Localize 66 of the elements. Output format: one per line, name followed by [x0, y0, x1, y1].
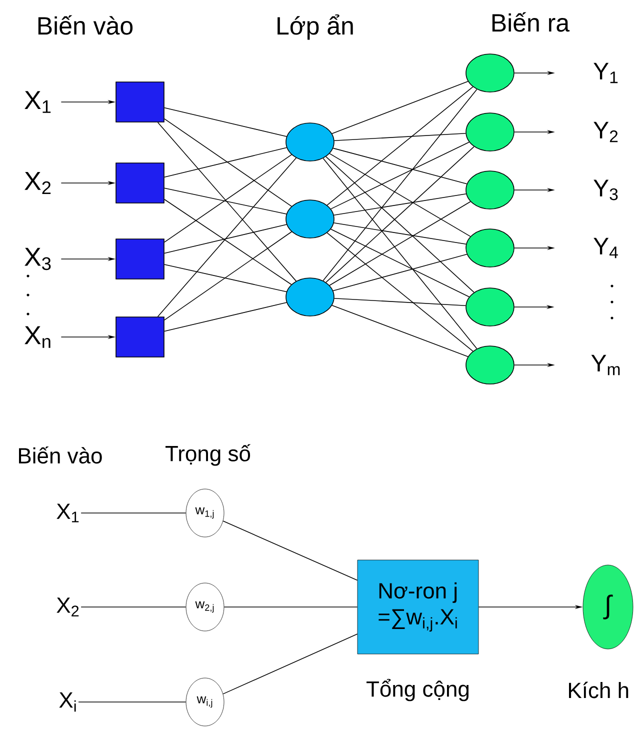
input-variable-label: X$_{2}$: [24, 172, 51, 194]
connection-line: [332, 254, 468, 292]
connection-line: [164, 118, 292, 207]
connection-line: [334, 222, 466, 245]
summation-box: Nơ-ron j =∑w$_{i,j}$.X$_{i}$: [357, 560, 479, 654]
output-variable-label: Y$_{2}$: [594, 122, 618, 142]
output-neuron-circle: [466, 346, 514, 384]
connection-line: [330, 142, 470, 210]
connection-line: [334, 193, 466, 216]
connection-line: [164, 302, 287, 332]
heading: Trọng số: [166, 444, 251, 466]
connection-line: [164, 107, 287, 137]
connection-line: [157, 122, 296, 282]
heading: Biến vào: [19, 446, 102, 464]
connection-line: [334, 298, 466, 306]
heading: Lớp ẩn: [278, 14, 353, 40]
connection-line: [164, 147, 288, 178]
connection-line: [164, 264, 287, 292]
connection-line: [329, 201, 471, 286]
node-label: Tổng cộng: [366, 678, 469, 702]
connection-line: [157, 158, 296, 317]
connection-line: [322, 88, 478, 282]
connection-line: [329, 153, 471, 237]
heading: Biến vào: [38, 15, 133, 35]
connection-line: [164, 198, 292, 285]
input-variable-label: X$_{1}$: [56, 504, 79, 522]
output-variable-label: Y$_{m}$: [591, 354, 620, 376]
connection-line: [332, 81, 468, 134]
connection-line: [222, 634, 358, 694]
node-label: Kích h: [569, 682, 628, 698]
connection-line: [164, 231, 292, 320]
input-neuron-box: [116, 316, 164, 358]
hidden-neuron-circle: [286, 278, 334, 316]
connection-line: [330, 228, 470, 298]
input-variable-label: X$_{1}$: [24, 91, 51, 113]
output-neuron-circle: [466, 170, 514, 210]
input-neuron-box: [116, 162, 164, 204]
connection-line: [164, 154, 292, 243]
output-variable-label: Y$_{3}$: [594, 180, 618, 200]
connection-line: [80, 606, 186, 608]
output-neuron-circle: [466, 112, 514, 152]
hidden-neuron-circle: [286, 200, 334, 238]
heading: Biến ra: [492, 12, 570, 32]
output-neuron-circle: [466, 54, 514, 92]
connection-line: [326, 232, 474, 352]
connection-line: [334, 132, 466, 142]
connection-line: [332, 148, 468, 184]
input-neuron-box: [116, 82, 164, 122]
connection-line: [164, 224, 287, 254]
output-variable-label: Y$_{4}$: [594, 238, 618, 258]
connection-line: [164, 188, 287, 214]
output-neuron-circle: [466, 228, 514, 268]
connection-line: [326, 86, 474, 206]
output-variable-label: Y$_{1}$: [594, 62, 618, 84]
connection-line: [222, 520, 358, 581]
input-variable-label: X$_{n}$: [24, 326, 50, 348]
connection-line: [332, 304, 468, 358]
connection-line: [80, 512, 186, 514]
connection-line: [322, 158, 478, 350]
input-neuron-box: [116, 238, 164, 280]
input-variable-label: X$_{i}$: [59, 692, 76, 712]
connection-line: [224, 606, 358, 608]
hidden-neuron-circle: [286, 122, 334, 162]
input-variable-label: X$_{3}$: [24, 248, 51, 270]
input-variable-label: X$_{2}$: [56, 598, 79, 616]
output-neuron-circle: [466, 288, 514, 326]
